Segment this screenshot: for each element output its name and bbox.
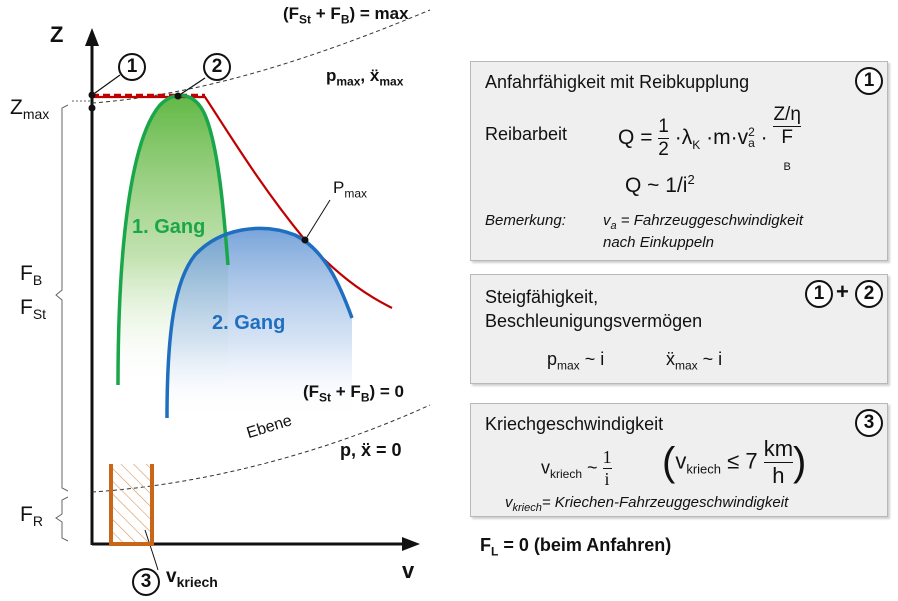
v-axis-arrow: [402, 537, 420, 551]
pmax-relation: pmax ~ i: [547, 349, 605, 373]
va-description: va = Fahrzeuggeschwindigkeit: [603, 212, 803, 232]
z-axis-label: Z: [50, 22, 64, 47]
pmax-curve: [92, 95, 393, 309]
fb-label: FB: [20, 262, 43, 289]
kriech-region: [111, 464, 152, 544]
z-axis-arrow: [85, 28, 99, 46]
fr-label: FR: [20, 503, 43, 530]
box-kriechgeschwindigkeit: [470, 403, 888, 517]
brace-fst: [55, 104, 69, 492]
vkriech-label: vkriech: [166, 566, 218, 590]
marker-1: 1: [118, 53, 146, 81]
box2-marker-2: 2: [855, 280, 883, 308]
xmax-relation: ẍmax ~ i: [666, 349, 723, 373]
v-axis-label: v: [402, 558, 415, 583]
point-zmax: [88, 104, 96, 112]
gear1-label: 1. Gang: [132, 216, 206, 238]
pmax-point-label: Pmax: [333, 178, 368, 201]
brace-fr: [55, 496, 69, 542]
point-1: [88, 91, 96, 99]
p-zero-label: p, ẍ = 0: [340, 440, 402, 460]
box2-marker-1: 1: [805, 280, 833, 308]
marker-3: 3: [132, 568, 160, 596]
box1-title: Anfahrfähigkeit mit Reibkupplung: [485, 72, 750, 92]
box1-marker: 1: [855, 67, 883, 95]
leader-2: [180, 77, 206, 95]
point-2: [174, 92, 182, 100]
gear2-fill: [167, 228, 352, 420]
zmax-label: Zmax: [10, 96, 50, 123]
box2-line1: Steigfähigkeit,: [485, 287, 599, 307]
box2-line2: Beschleunigungsvermögen: [485, 311, 703, 331]
max-curve: [91, 9, 431, 104]
marker-2: 2: [203, 53, 231, 81]
kriech-outline: [109, 464, 154, 546]
leader-1: [94, 74, 121, 94]
box3-title: Kriechgeschwindigkeit: [485, 414, 664, 434]
fl-note: FL = 0 (beim Anfahren): [480, 535, 672, 559]
fst-label: FSt: [20, 296, 47, 323]
reibarbeit-label: Reibarbeit: [485, 124, 568, 144]
leader-pmax: [306, 199, 331, 238]
gear2-curve: [165, 226, 354, 419]
box-anfahrfaehigkeit: [470, 61, 888, 261]
gear1-curve: [116, 93, 230, 386]
q-proportional: Q ~ 1/i2: [625, 172, 695, 197]
box3-marker: 3: [855, 409, 883, 437]
max-curve-label: (FSt + FB) = max: [283, 4, 409, 27]
box2-plus: +: [836, 279, 849, 304]
pmax-xmax-label: pmax, ẍmax: [326, 66, 404, 89]
zero-curve-label: (FSt + FB) = 0: [303, 382, 404, 405]
point-pmax: [301, 236, 309, 244]
gear2-label: 2. Gang: [212, 312, 286, 334]
vkriech-footnote: vkriech= Kriechen-Fahrzeuggeschwindigkei…: [505, 494, 789, 514]
bemerkung-label: Bemerkung:: [485, 212, 566, 229]
va-description-line2: nach Einkuppeln: [603, 234, 714, 251]
